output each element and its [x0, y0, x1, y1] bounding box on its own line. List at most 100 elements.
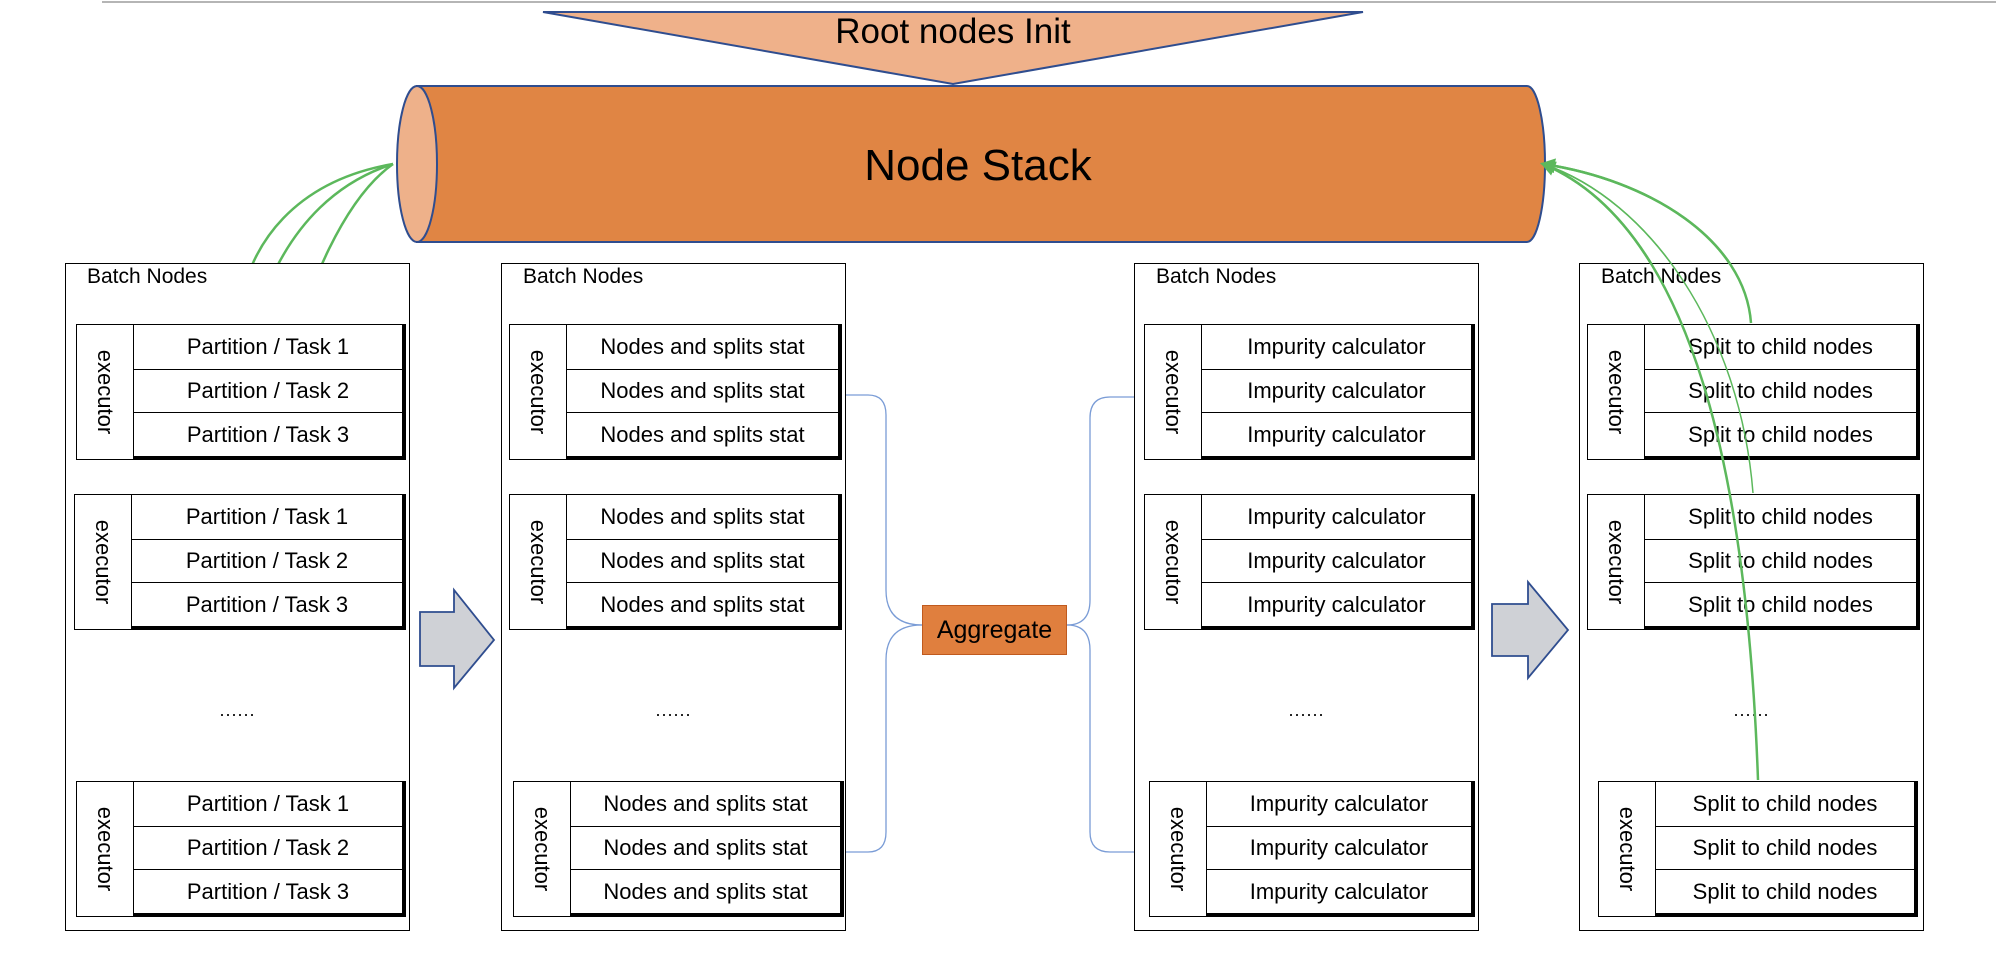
impurity-row: Impurity calculator — [1207, 825, 1471, 870]
executor-group: executor Partition / Task 1 Partition / … — [74, 494, 406, 630]
task-row: Partition / Task 3 — [134, 869, 402, 913]
task-list: Partition / Task 1 Partition / Task 2 Pa… — [134, 325, 405, 459]
executor-label-cell: executor — [510, 495, 567, 629]
split-list: Split to child nodes Split to child node… — [1645, 325, 1919, 459]
executor-group: executor Split to child nodes Split to c… — [1587, 494, 1920, 630]
aggregate-box: Aggregate — [922, 605, 1067, 655]
impurity-row: Impurity calculator — [1249, 790, 1429, 816]
column-title: Batch Nodes — [1601, 265, 1722, 288]
stat-row: Nodes and splits stat — [571, 869, 840, 913]
impurity-row: Impurity calculator — [1202, 582, 1471, 626]
step-arrow-2 — [1491, 579, 1570, 681]
split-row: Split to child nodes — [1656, 825, 1914, 870]
executor-label: executor — [530, 806, 555, 892]
executor-group: executor Split to child nodes Split to c… — [1598, 781, 1918, 917]
split-row: Split to child nodes — [1692, 790, 1878, 816]
executor-group: executor Impurity calculator Impurity ca… — [1149, 781, 1475, 917]
task-row: Partition / Task 2 — [134, 825, 402, 870]
split-row: Split to child nodes — [1688, 503, 1873, 529]
executor-group: executor Nodes and splits stat Nodes and… — [509, 324, 842, 460]
split-row: Split to child nodes — [1645, 538, 1916, 583]
executor-label: executor — [1166, 806, 1191, 892]
batch-nodes-impurity: Batch Nodes executor Impurity calculator… — [1134, 263, 1479, 931]
executor-label-cell: executor — [514, 782, 571, 916]
task-list: Partition / Task 1 Partition / Task 2 Pa… — [134, 782, 405, 916]
impurity-row: Impurity calculator — [1202, 538, 1471, 583]
executor-label-cell: executor — [1588, 325, 1645, 459]
batch-nodes-split: Batch Nodes executor Split to child node… — [1579, 263, 1924, 931]
impurity-list: Impurity calculator Impurity calculator … — [1202, 495, 1474, 629]
step-arrow-1 — [419, 587, 496, 691]
executor-label: executor — [93, 349, 118, 435]
executor-label-cell: executor — [1150, 782, 1207, 916]
executor-label: executor — [93, 806, 118, 892]
impurity-list: Impurity calculator Impurity calculator … — [1207, 782, 1474, 916]
aggregate-wires — [840, 394, 1143, 853]
wire-stats-top-to-aggregate — [840, 394, 923, 626]
executor-label-cell: executor — [1145, 325, 1202, 459]
executor-label-cell: executor — [77, 782, 134, 916]
task-row: Partition / Task 3 — [132, 582, 402, 626]
task-row: Partition / Task 3 — [134, 412, 402, 456]
stat-row: Nodes and splits stat — [571, 825, 840, 870]
executor-label: executor — [1604, 349, 1629, 435]
ellipsis: ...... — [1733, 700, 1770, 720]
wire-aggregate-to-impurity-bottom — [1066, 624, 1143, 853]
task-row: Partition / Task 1 — [186, 333, 350, 359]
executor-group: executor Partition / Task 1 Partition / … — [76, 781, 406, 917]
root-init-funnel — [542, 11, 1364, 86]
impurity-row: Impurity calculator — [1207, 869, 1471, 913]
executor-group: executor Split to child nodes Split to c… — [1587, 324, 1920, 460]
split-row: Split to child nodes — [1645, 412, 1916, 456]
executor-group: executor Impurity calculator Impurity ca… — [1144, 324, 1475, 460]
stat-list: Nodes and splits stat Nodes and splits s… — [571, 782, 843, 916]
split-list: Split to child nodes Split to child node… — [1645, 495, 1919, 629]
executor-label-cell: executor — [1588, 495, 1645, 629]
executor-label: executor — [1161, 349, 1186, 435]
executor-group: executor Partition / Task 1 Partition / … — [76, 324, 406, 460]
split-row: Split to child nodes — [1688, 333, 1873, 359]
stat-list: Nodes and splits stat Nodes and splits s… — [567, 495, 841, 629]
column-title: Batch Nodes — [87, 265, 208, 288]
impurity-row: Impurity calculator — [1202, 368, 1471, 413]
task-row: Partition / Task 2 — [132, 538, 402, 583]
split-list: Split to child nodes Split to child node… — [1656, 782, 1917, 916]
node-stack: Node Stack — [396, 85, 1546, 243]
executor-label: executor — [526, 349, 551, 435]
executor-label: executor — [91, 519, 116, 605]
executor-label: executor — [1161, 519, 1186, 605]
task-row: Partition / Task 1 — [185, 503, 349, 529]
stat-row: Nodes and splits stat — [567, 538, 838, 583]
stat-row: Nodes and splits stat — [600, 503, 805, 529]
stat-row: Nodes and splits stat — [567, 412, 838, 456]
root-init-label: Root nodes Init — [835, 12, 1071, 51]
executor-label-cell: executor — [1145, 495, 1202, 629]
executor-group: executor Nodes and splits stat Nodes and… — [509, 494, 842, 630]
column-title: Batch Nodes — [1156, 265, 1277, 288]
stat-list: Nodes and splits stat Nodes and splits s… — [567, 325, 841, 459]
task-row: Partition / Task 1 — [186, 790, 350, 816]
aggregate-label: Aggregate — [936, 615, 1053, 644]
task-list: Partition / Task 1 Partition / Task 2 Pa… — [132, 495, 405, 629]
task-row: Partition / Task 2 — [134, 368, 402, 413]
ellipsis: ...... — [1288, 700, 1325, 720]
ellipsis: ...... — [655, 700, 692, 720]
executor-group: executor Nodes and splits stat Nodes and… — [513, 781, 844, 917]
batch-nodes-partitions: Batch Nodes executor Partition / Task 1 … — [65, 263, 410, 931]
wire-stats-bottom-to-aggregate — [840, 624, 923, 853]
executor-label-cell: executor — [75, 495, 132, 629]
impurity-row: Impurity calculator — [1202, 412, 1471, 456]
impurity-row: Impurity calculator — [1247, 503, 1426, 529]
stat-row: Nodes and splits stat — [567, 368, 838, 413]
executor-label: executor — [1604, 519, 1629, 605]
node-stack-label: Node Stack — [864, 141, 1092, 190]
stat-row: Nodes and splits stat — [603, 790, 808, 816]
batch-nodes-stats: Batch Nodes executor Nodes and splits st… — [501, 263, 846, 931]
executor-label: executor — [526, 519, 551, 605]
stat-row: Nodes and splits stat — [600, 333, 805, 359]
executor-label: executor — [1615, 806, 1640, 892]
impurity-list: Impurity calculator Impurity calculator … — [1202, 325, 1474, 459]
executor-label-cell: executor — [77, 325, 134, 459]
